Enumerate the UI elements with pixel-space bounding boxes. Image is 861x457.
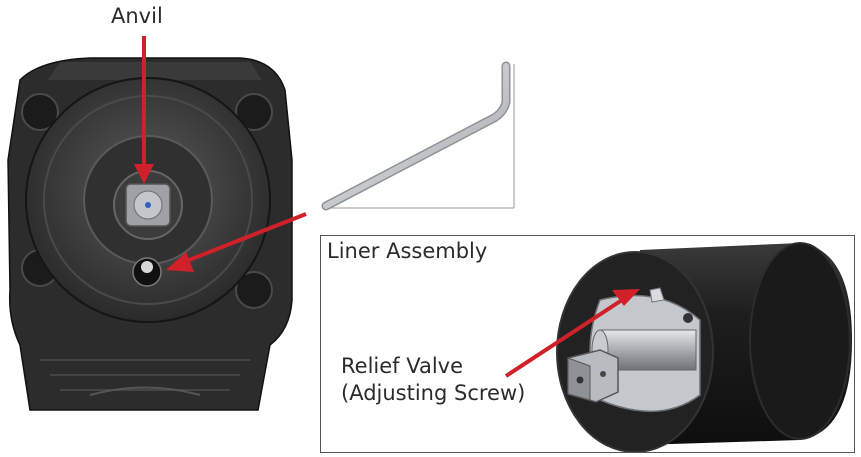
liner-assembly-frame [320,235,855,453]
bolt-bottom-right [235,271,273,309]
callout-arrows [134,36,640,378]
bolt-top-right [235,93,273,131]
impact-tool-front-view [7,57,293,411]
relief-valve-label: Relief Valve (Adjusting Screw) [341,353,525,407]
anvil-label: Anvil [111,4,163,28]
anvil-square-drive [125,183,171,227]
relief-valve-label-line1: Relief Valve [341,354,464,378]
relief-valve-access-hole [132,257,162,287]
relief-valve-label-line2: (Adjusting Screw) [341,381,526,405]
anvil-arrow [134,36,154,184]
allen-wrench-icon [321,61,515,211]
liner-assembly-image [556,242,852,453]
liner-output-shaft [567,329,697,403]
hex-key-to-valve-arrow [166,212,307,272]
relief-valve-arrow [504,289,640,378]
liner-assembly-label: Liner Assembly [327,239,488,263]
bolt-top-left [21,93,59,131]
